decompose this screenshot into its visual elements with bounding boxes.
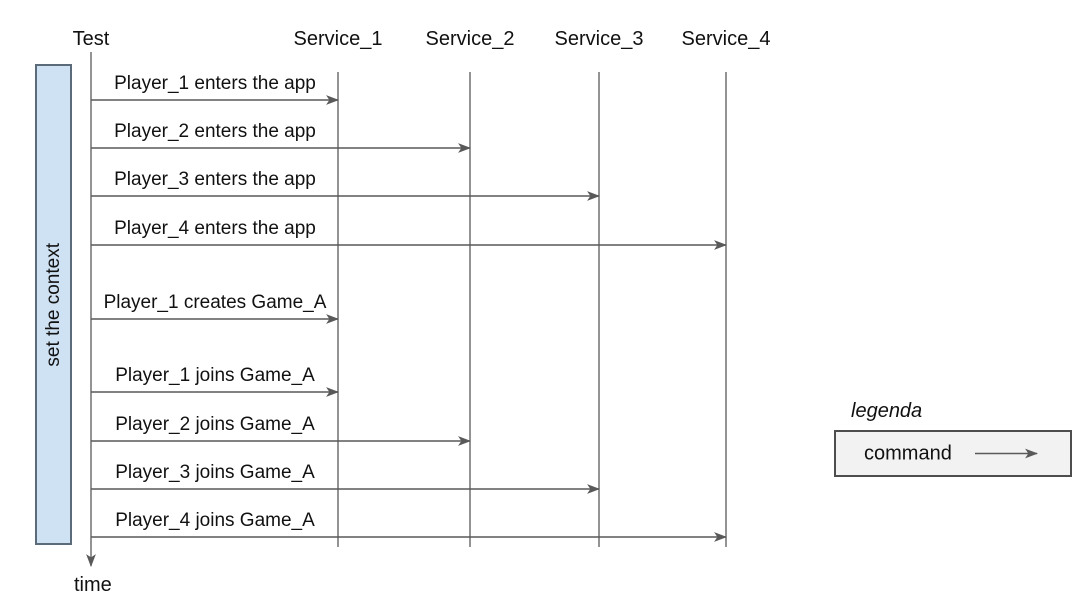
message-label: Player_3 joins Game_A	[115, 462, 315, 483]
legend-box: command	[834, 430, 1072, 477]
actor-label-service-4: Service_4	[681, 28, 771, 50]
actor-label-test: Test	[72, 28, 110, 50]
message-label: Player_2 enters the app	[114, 121, 316, 142]
message-label: Player_2 joins Game_A	[115, 414, 315, 435]
context-box: set the context	[35, 64, 72, 545]
message-label: Player_1 creates Game_A	[103, 292, 327, 313]
legend-title: legenda	[851, 400, 923, 422]
message-label: Player_4 joins Game_A	[115, 510, 315, 531]
actor-label-service-1: Service_1	[293, 28, 383, 50]
actor-label-service-2: Service_2	[425, 28, 515, 50]
message-label: Player_1 joins Game_A	[115, 365, 315, 386]
time-axis-label: time	[74, 574, 112, 596]
legend-item-label: command	[864, 442, 952, 464]
message-label: Player_3 enters the app	[114, 169, 316, 190]
context-box-label: set the context	[42, 242, 64, 367]
message-label: Player_1 enters the app	[114, 73, 316, 94]
actor-label-service-3: Service_3	[554, 28, 644, 50]
legend-right-arrow-icon	[975, 448, 1039, 459]
message-label: Player_4 enters the app	[114, 218, 316, 239]
